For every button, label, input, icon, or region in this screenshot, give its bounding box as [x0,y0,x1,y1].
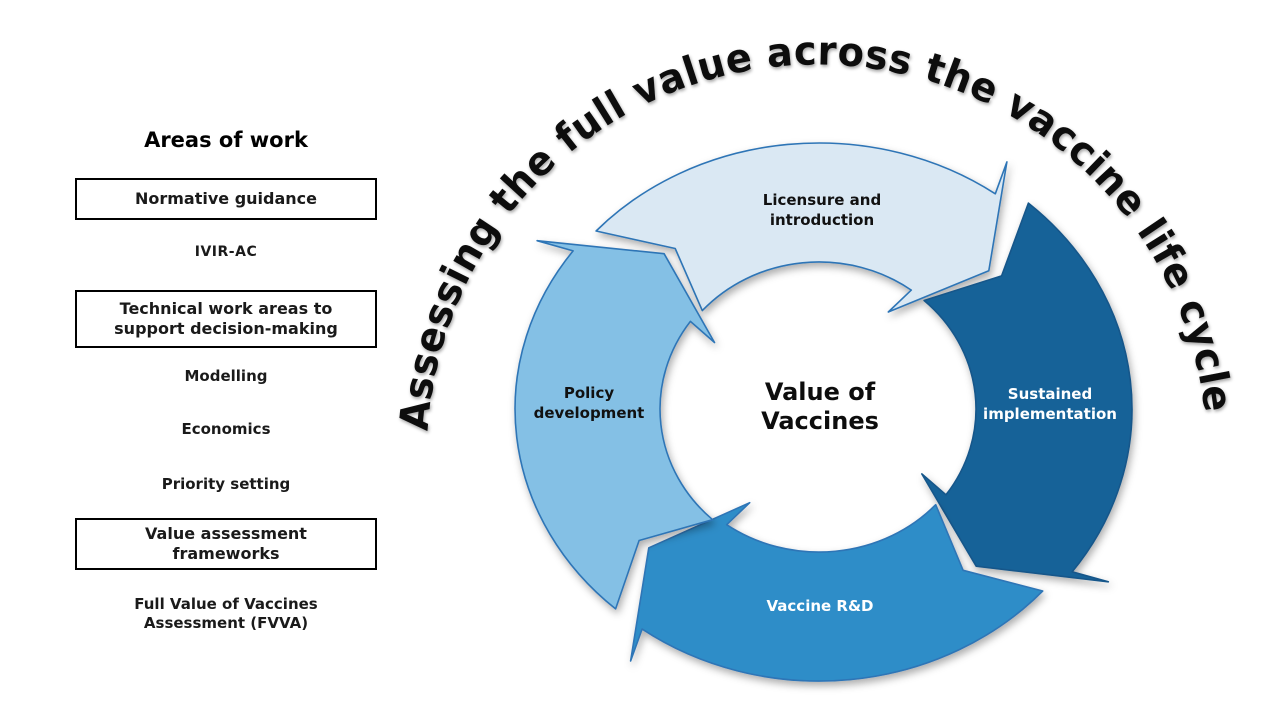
cycle-arrow-sustained [921,202,1133,583]
cycle-arrow-policy [514,239,716,610]
work-area-modelling: Modelling [75,366,377,388]
work-area-label: IVIR-AC [194,244,258,261]
work-area-label: Priority setting [161,475,291,494]
work-area-economics: Economics [75,419,377,441]
work-area-label: Modelling [184,367,268,386]
areas-of-work-heading: Areas of work [144,127,308,152]
cycle-arrow-rnd [629,501,1044,682]
work-area-priority-setting: Priority setting [75,474,377,496]
segment-label-policy: Policy development [533,384,645,422]
work-area-technical-support: Technical work areas to support decision… [75,290,377,348]
work-area-label: Economics [181,420,271,439]
work-area-fvva: Full Value of Vaccines Assessment (FVVA) [75,594,377,634]
segment-label-licensure: Licensure and introduction [762,191,882,229]
segment-label-vaccine-rnd: Vaccine R&D [766,597,874,615]
work-area-label: Value assessment frameworks [145,523,307,563]
cycle-center-label: Value of Vaccines [761,378,879,436]
segment-label-sustained: Sustained implementation [983,385,1117,423]
cycle-arrows [514,142,1133,682]
work-area-label: Normative guidance [134,188,318,208]
work-area-label: Technical work areas to support decision… [114,298,338,338]
cycle-arrow-licensure [595,142,1008,313]
work-area-label: Full Value of Vaccines Assessment (FVVA) [134,594,318,632]
work-area-value-assessment: Value assessment frameworks [75,518,377,570]
work-area-ivir-ac: IVIR-AC [75,242,377,264]
work-area-normative-guidance: Normative guidance [75,178,377,220]
